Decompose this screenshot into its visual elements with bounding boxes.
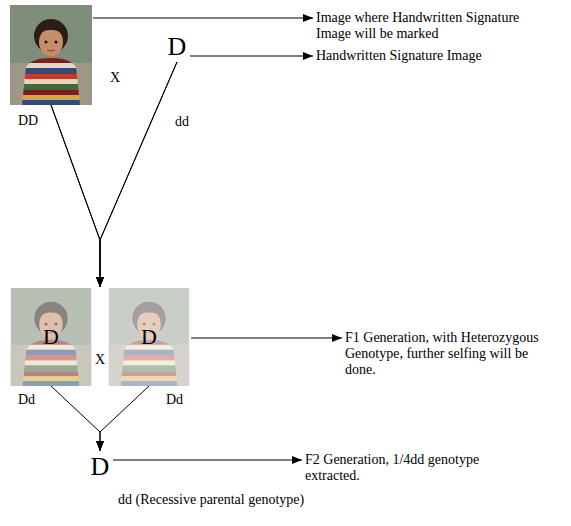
connector-arrow bbox=[51, 105, 100, 287]
description-text: F1 Generation, with Heterozygous Genotyp… bbox=[345, 330, 560, 378]
signature-mark: D bbox=[43, 326, 59, 348]
connector-arrow bbox=[100, 62, 177, 287]
connector-arrow bbox=[191, 338, 342, 339]
connector-arrow bbox=[100, 62, 177, 287]
parent-photo: DD bbox=[10, 5, 92, 105]
signature-glyph: D bbox=[168, 34, 187, 60]
f2-signature: Ddd (Recessive parental genotype) bbox=[88, 452, 112, 482]
faded-child-photo bbox=[11, 288, 91, 386]
description-text: F2 Generation, 1/4dd genotype extracted. bbox=[305, 452, 535, 484]
genotype-label: dd bbox=[175, 114, 189, 130]
signature-mark: D bbox=[141, 326, 157, 348]
genotype-label: dd (Recessive parental genotype) bbox=[118, 492, 304, 508]
faded-child-photo bbox=[109, 288, 189, 386]
description-text: Image where Handwritten Signature Image … bbox=[316, 10, 556, 42]
connector-arrow bbox=[93, 18, 313, 19]
child-photo bbox=[10, 5, 92, 105]
signature-glyph: D bbox=[91, 454, 110, 480]
cross-sign: X bbox=[110, 70, 120, 86]
f1-photo: DDd bbox=[108, 288, 190, 386]
genotype-label: Dd bbox=[18, 392, 35, 408]
f1-photo: DDd bbox=[10, 288, 92, 386]
cross-sign: X bbox=[95, 352, 105, 368]
description-text: F1 Generation, with Heterozygous Genotyp… bbox=[345, 330, 560, 378]
description-text: Handwritten Signature Image bbox=[316, 48, 482, 64]
connector-arrow bbox=[113, 460, 302, 461]
description-text: Image where Handwritten Signature Image … bbox=[316, 10, 556, 42]
connector-arrow bbox=[190, 56, 313, 57]
connector-arrow bbox=[100, 386, 149, 451]
signature-image: Ddd bbox=[165, 32, 189, 62]
genotype-label: Dd bbox=[166, 392, 183, 408]
description-text: F2 Generation, 1/4dd genotype extracted. bbox=[305, 452, 535, 484]
connector-arrow bbox=[51, 386, 100, 451]
description-text: Handwritten Signature Image bbox=[316, 48, 482, 64]
genotype-label: DD bbox=[18, 113, 38, 129]
connector-arrow bbox=[51, 105, 100, 287]
